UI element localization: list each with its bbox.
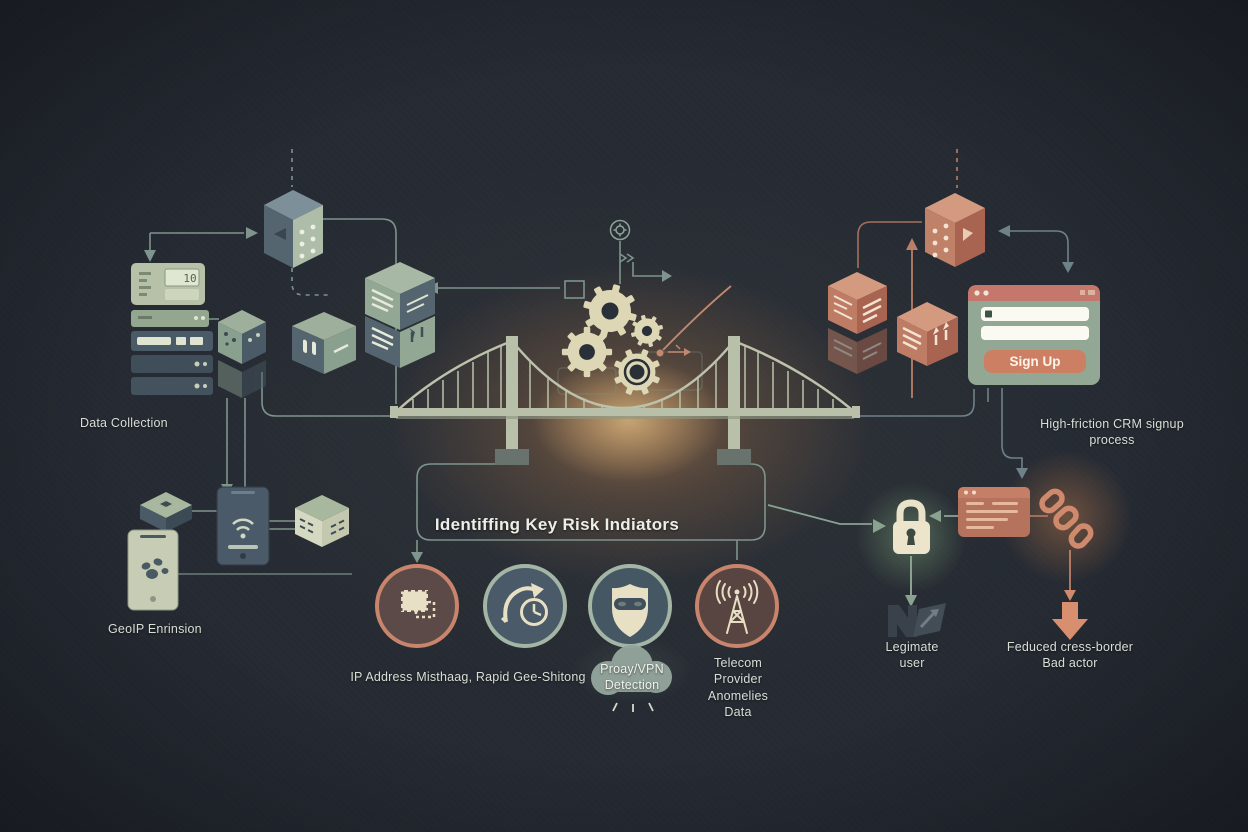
data-cube-stack	[365, 262, 435, 368]
lock-icon	[893, 499, 930, 554]
device-cluster	[127, 486, 349, 611]
server-stack: 10	[131, 263, 213, 395]
server-display: 10	[183, 272, 196, 285]
down-arrow-icon	[1052, 602, 1088, 640]
signup-window: Sign Up	[968, 285, 1100, 385]
kri-circle-telecom	[695, 564, 779, 648]
stamps-icon	[399, 588, 436, 619]
crm-cube-arrows	[897, 302, 958, 366]
user-mark-icon	[888, 603, 946, 637]
signup-input-1[interactable]	[981, 307, 1089, 321]
high-friction-label: High-friction CRM signup process	[1040, 417, 1184, 448]
shield-mask-icon	[612, 584, 648, 637]
bad-actor-label: Feduced cress-border Bad actor	[1006, 640, 1134, 671]
kri-title: Identiffing Key Risk Indiators	[434, 515, 680, 534]
data-collection-label: Data Collection	[80, 416, 168, 430]
broken-chain-icon	[1039, 488, 1094, 549]
crm-cube-large	[925, 193, 985, 267]
cloud-icon	[591, 645, 672, 712]
phone-wifi-icon	[216, 486, 270, 566]
phone-paw-icon	[127, 529, 179, 611]
gears-icon	[561, 219, 732, 403]
kri-circle-ip	[375, 564, 459, 648]
ip-mismatch-label: IP Address Misthaag, Rapid Gee-Shitong	[350, 670, 586, 684]
crm-cube-stack	[828, 272, 887, 374]
bridge	[390, 336, 860, 465]
signup-button-label: Sign Up	[1010, 354, 1061, 369]
crm-record-card	[958, 487, 1030, 537]
right-arrowheads	[873, 225, 1076, 607]
signup-button[interactable]: Sign Up	[984, 350, 1086, 373]
legitimate-user-label: Legimate user	[885, 640, 939, 671]
kri-arrowhead	[411, 552, 423, 563]
telecom-label: Telecom Provider Anomelies Data	[707, 656, 769, 719]
ingest-cube-large	[264, 190, 323, 268]
right-connectors	[767, 149, 1071, 595]
antenna-icon	[715, 580, 759, 634]
clock-rewind-icon	[500, 583, 548, 626]
kri-circle-proxy	[588, 564, 672, 648]
geoip-label: GeoIP Enrinsion	[108, 622, 202, 636]
port-box-icon	[295, 495, 349, 547]
data-cube-dots	[218, 310, 266, 398]
kri-bracket	[416, 463, 766, 560]
kri-circle-geo	[483, 564, 567, 648]
left-connectors	[149, 149, 703, 575]
cloud-label: Proay/VPN Detection	[600, 662, 664, 693]
data-cube-alert	[292, 312, 356, 374]
signup-input-2[interactable]	[981, 326, 1089, 340]
